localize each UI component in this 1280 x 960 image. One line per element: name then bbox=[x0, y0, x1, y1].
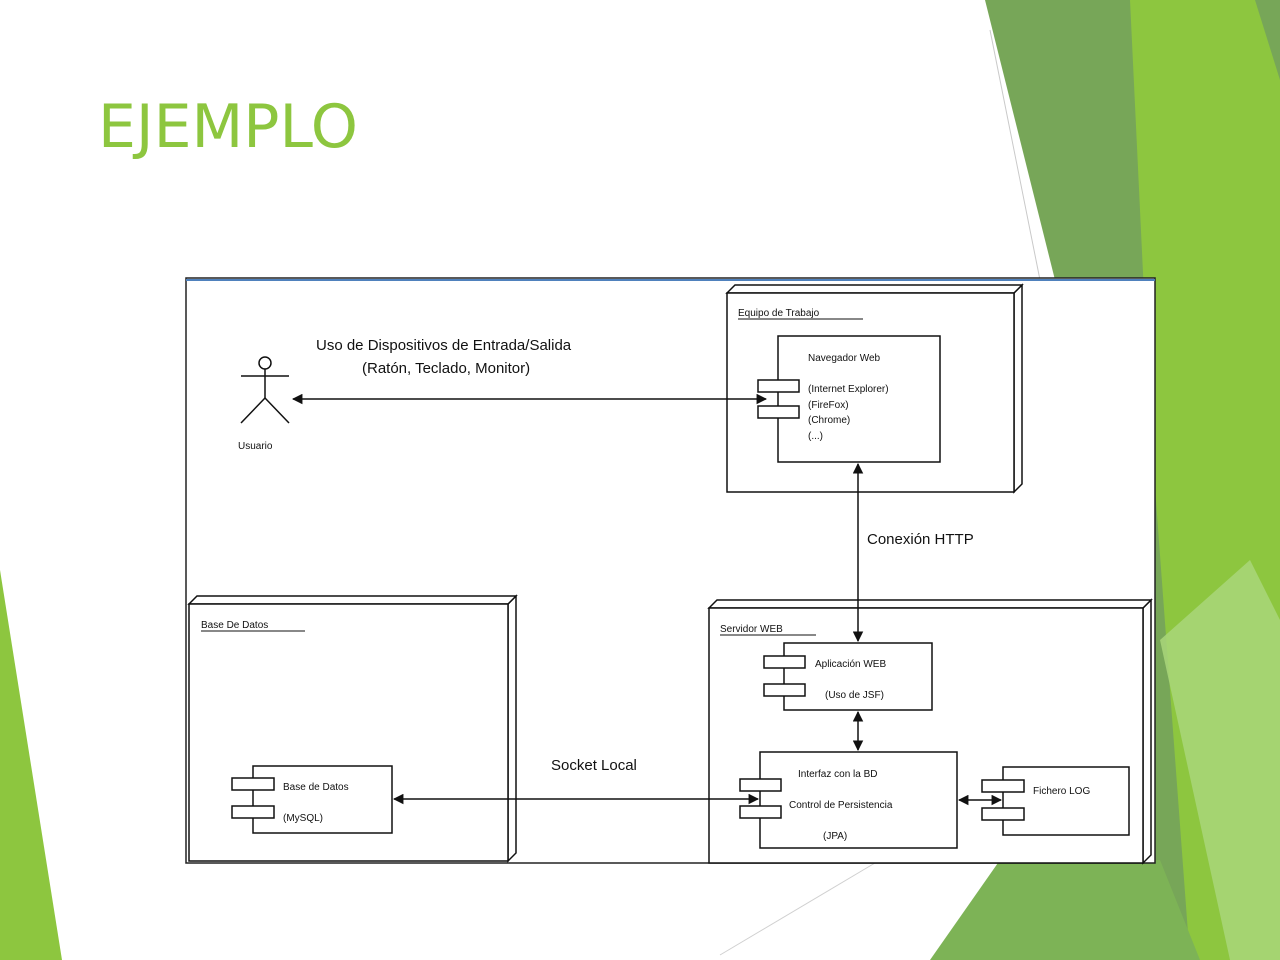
bg-shape-bottom-right bbox=[930, 860, 1200, 960]
component-port-bottom bbox=[231, 805, 275, 819]
component-port-bottom bbox=[757, 405, 800, 419]
component-detail: (Uso de JSF) bbox=[825, 690, 884, 701]
component-box bbox=[1002, 766, 1130, 836]
node-3d-top bbox=[187, 595, 518, 605]
component-port-top bbox=[757, 379, 800, 393]
node-servidor-web: Servidor WEB Aplicación WEB (Uso de JSF)… bbox=[707, 598, 1153, 865]
component-name: Base de Datos bbox=[283, 782, 349, 793]
node-3d-side bbox=[1142, 598, 1152, 865]
component-name: Navegador Web bbox=[808, 353, 881, 364]
component-navegador-web: Navegador Web (Internet Explorer) (FireF… bbox=[757, 335, 941, 463]
component-base-de-datos: Base de Datos (MySQL) bbox=[231, 765, 393, 834]
slide-title: EJEMPLO bbox=[98, 92, 358, 162]
component-port-bottom bbox=[981, 807, 1025, 821]
persistence-line-1: Interfaz con la BD bbox=[798, 769, 877, 780]
persistence-line-3: (JPA) bbox=[823, 831, 847, 842]
actor-head bbox=[258, 356, 272, 370]
actor-leg-left bbox=[240, 397, 266, 424]
component-name: Fichero LOG bbox=[1033, 786, 1090, 797]
browser-item-2: (Chrome) bbox=[808, 415, 850, 426]
bg-shape-left bbox=[0, 570, 62, 960]
edge-label-io-line2: (Ratón, Teclado, Monitor) bbox=[362, 360, 530, 377]
bg-shape-right-pale bbox=[1160, 560, 1280, 960]
node-base-de-datos: Base De Datos Base de Datos (MySQL) bbox=[187, 594, 518, 863]
component-box bbox=[252, 765, 393, 834]
component-port-top bbox=[739, 778, 782, 792]
node-label: Base De Datos bbox=[201, 620, 268, 631]
component-aplicacion-web: Aplicación WEB (Uso de JSF) bbox=[763, 642, 933, 711]
node-equipo-de-trabajo: Equipo de Trabajo Navegador Web (Interne… bbox=[725, 283, 1024, 494]
component-port-bottom bbox=[739, 805, 782, 819]
bg-thin-line-bottom bbox=[719, 859, 881, 956]
node-3d-side bbox=[507, 594, 517, 863]
actor-label: Usuario bbox=[238, 441, 273, 452]
component-box bbox=[759, 751, 958, 849]
component-control-persistencia: Interfaz con la BD Control de Persistenc… bbox=[739, 751, 958, 849]
component-box bbox=[783, 642, 933, 711]
component-port-top bbox=[981, 779, 1025, 793]
browser-item-1: (FireFox) bbox=[808, 400, 849, 411]
node-3d-top bbox=[725, 284, 1024, 294]
node-3d-side bbox=[1013, 283, 1023, 494]
actor-usuario: Usuario bbox=[238, 356, 290, 452]
bg-thin-line bbox=[989, 29, 1041, 281]
edge-label-socket: Socket Local bbox=[551, 757, 637, 774]
browser-item-0: (Internet Explorer) bbox=[808, 384, 889, 395]
component-port-top bbox=[763, 655, 806, 669]
component-port-top bbox=[231, 777, 275, 791]
browser-item-3: (...) bbox=[808, 431, 823, 442]
persistence-line-2: Control de Persistencia bbox=[789, 800, 893, 811]
component-fichero-log: Fichero LOG bbox=[981, 766, 1130, 836]
node-label: Equipo de Trabajo bbox=[738, 308, 820, 319]
component-name: Aplicación WEB bbox=[815, 659, 886, 670]
component-detail: (MySQL) bbox=[283, 813, 323, 824]
edge-label-http: Conexión HTTP bbox=[867, 531, 974, 548]
component-port-bottom bbox=[763, 683, 806, 697]
component-box bbox=[777, 335, 941, 463]
actor-leg-right bbox=[264, 397, 290, 424]
edge-label-io-line1: Uso de Dispositivos de Entrada/Salida bbox=[316, 337, 572, 354]
node-3d-top bbox=[707, 599, 1153, 609]
node-label: Servidor WEB bbox=[720, 624, 783, 635]
